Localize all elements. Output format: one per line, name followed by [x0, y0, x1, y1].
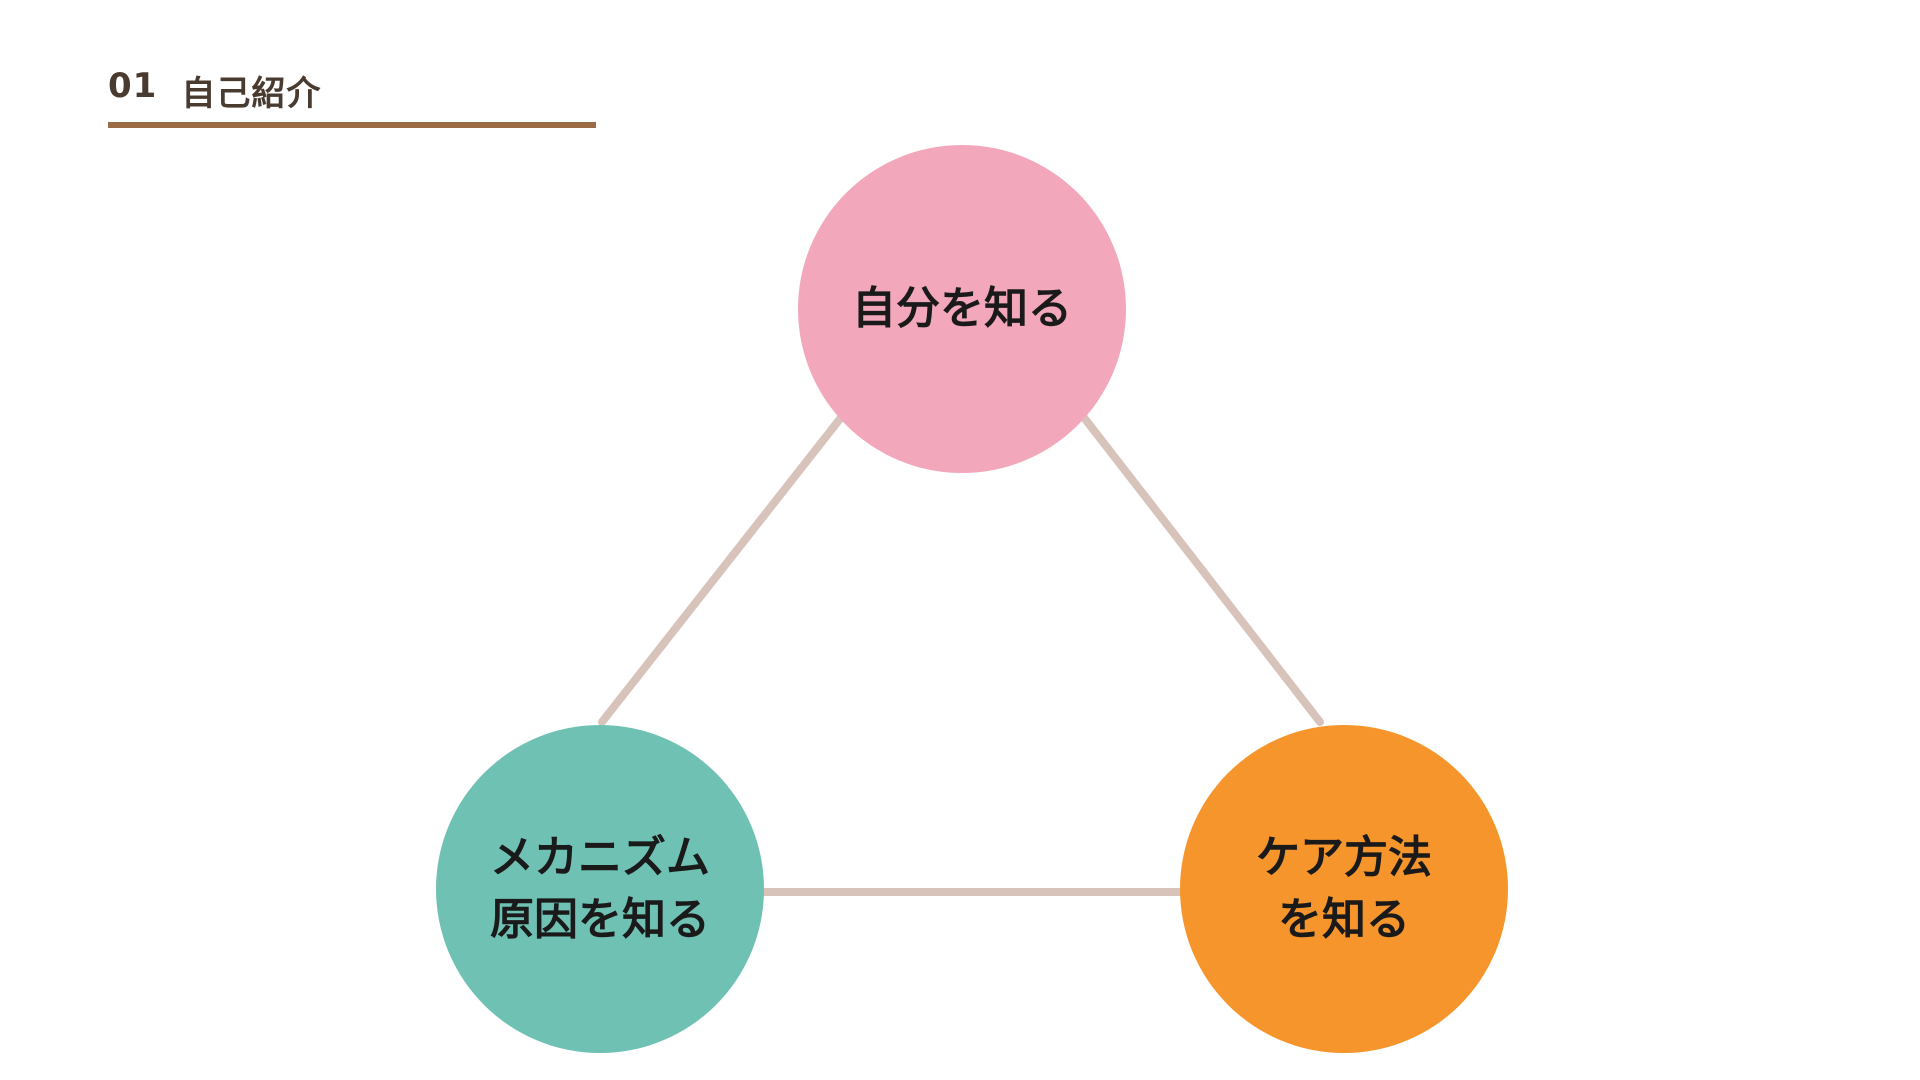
- node-care-label-line1: ケア方法: [1256, 832, 1432, 883]
- node-self: 自分を知る: [798, 145, 1126, 473]
- page-title: 01 自己紹介: [108, 66, 321, 115]
- connector-self-mechanism: [598, 411, 847, 726]
- title-underline: [108, 122, 596, 128]
- node-self-label: 自分を知る: [852, 283, 1072, 334]
- node-mechanism-label-line1: メカニズム: [490, 832, 710, 883]
- node-care-label-line2: を知る: [1278, 894, 1410, 945]
- section-title: 自己紹介: [181, 74, 322, 114]
- connector-self-care: [1078, 411, 1324, 726]
- section-number: 01: [108, 66, 158, 106]
- node-mechanism: メカニズム 原因を知る: [436, 725, 764, 1053]
- node-care: ケア方法 を知る: [1180, 725, 1508, 1053]
- node-mechanism-label-line2: 原因を知る: [490, 894, 710, 945]
